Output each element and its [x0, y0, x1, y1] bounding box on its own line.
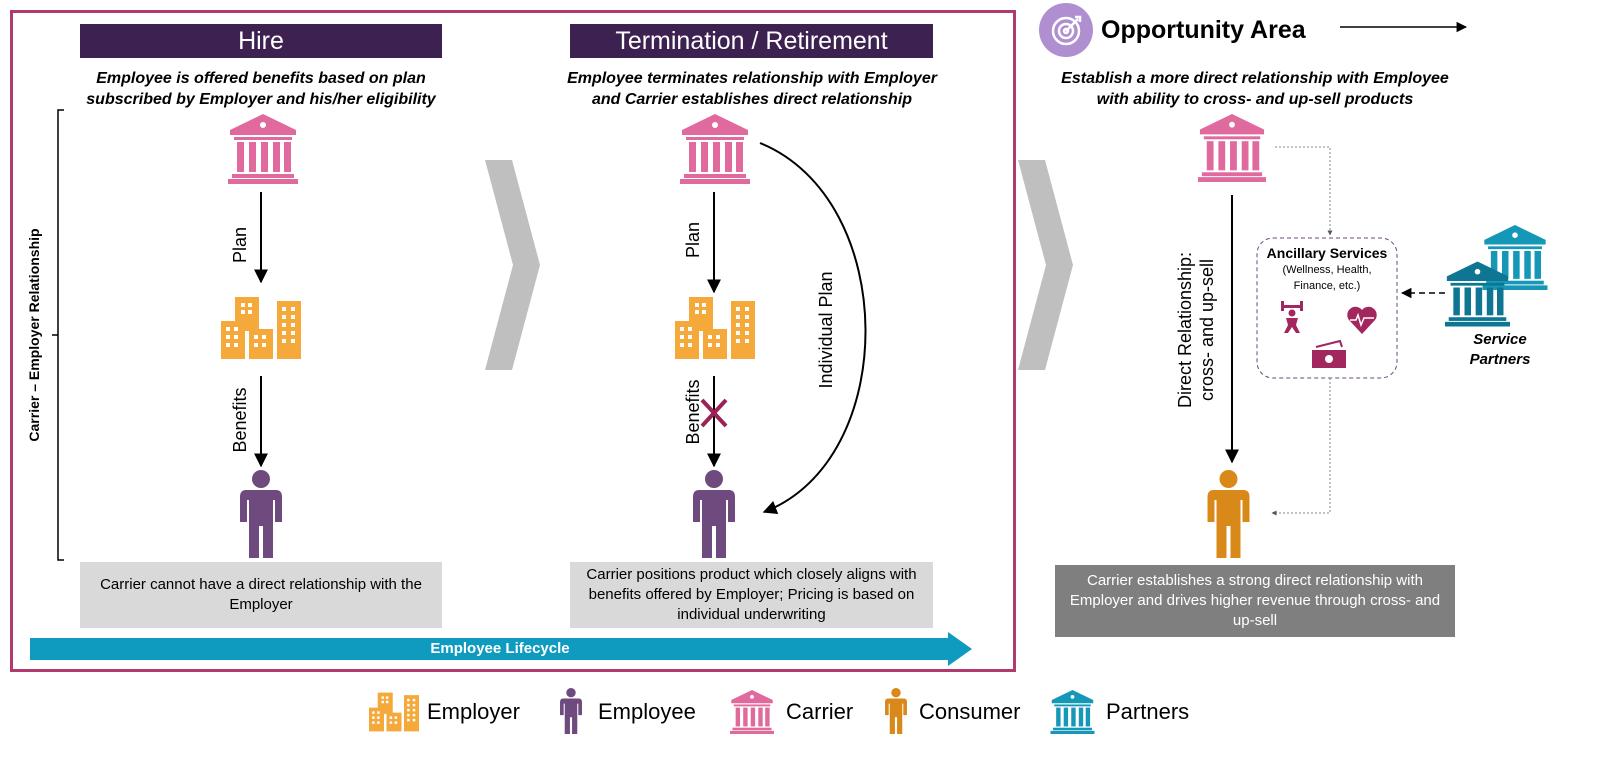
label-line: Direct Relationship:: [1175, 251, 1195, 409]
heart-icon: [1347, 306, 1377, 334]
chevron-1: [485, 160, 540, 370]
subtitle-line: Employee is offered benefits based on pl…: [96, 70, 426, 87]
label-line: cross- and up-sell: [1197, 258, 1217, 402]
carrier-icon: [1198, 114, 1266, 182]
ancillary-detail: Finance, etc.): [1293, 280, 1361, 292]
legend-partners-icon: [1050, 690, 1095, 734]
hire-subtitle: Employee is offered benefits based on pl…: [40, 68, 482, 110]
individual-plan-arrow: [759, 142, 867, 515]
carrier-icon: [680, 114, 750, 184]
employee-icon: [240, 470, 282, 558]
plan-label: Plan: [230, 226, 250, 264]
money-icon: [1312, 339, 1346, 368]
target-rings: [1051, 15, 1082, 46]
lifecycle-arrow: [30, 632, 972, 666]
hire-note: Carrier cannot have a direct relationshi…: [80, 562, 442, 628]
direct-relationship-label: Direct Relationship: cross- and up-sell: [1174, 252, 1218, 408]
legend-employer-icon: [369, 692, 419, 732]
termination-header: Termination / Retirement: [570, 24, 933, 58]
opportunity-subtitle: Establish a more direct relationship wit…: [1030, 68, 1480, 110]
individual-plan-label: Individual Plan: [816, 271, 836, 389]
hire-header: Hire: [80, 24, 442, 58]
legend-partners: Partners: [1106, 699, 1190, 724]
chevron-2: [1018, 160, 1073, 370]
opportunity-title: Opportunity Area: [1101, 16, 1306, 44]
legend-employee-icon: [560, 688, 582, 734]
opportunity-note: Carrier establishes a strong direct rela…: [1055, 565, 1455, 637]
partner-icon: [1445, 261, 1510, 327]
legend-carrier: Carrier: [786, 699, 854, 724]
ancillary-text: Ancillary Services (Wellness, Health, Fi…: [1257, 244, 1397, 294]
current-state-frame: [10, 10, 1016, 672]
carrier-icon: [228, 114, 298, 184]
benefits-label: Benefits: [230, 387, 250, 453]
bracket-label: Carrier – Employer Relationship: [26, 228, 42, 442]
label-line: Partners: [1469, 351, 1531, 368]
subtitle-line: Establish a more direct relationship wit…: [1061, 70, 1449, 87]
ancillary-to-consumer-connector: [1271, 378, 1331, 516]
legend-employee: Employee: [598, 699, 696, 724]
termination-subtitle: Employee terminates relationship with Em…: [532, 68, 972, 110]
legend-consumer: Consumer: [919, 699, 1021, 724]
employer-icon: [675, 297, 755, 359]
subtitle-line: subscribed by Employer and his/her eligi…: [86, 91, 436, 108]
lifecycle-label: Employee Lifecycle: [430, 640, 570, 657]
fitness-icon: [1281, 301, 1303, 333]
service-partners-label: Service Partners: [1450, 330, 1550, 370]
ancillary-detail: (Wellness, Health,: [1282, 264, 1372, 276]
subtitle-line: with ability to cross- and up-sell produ…: [1096, 91, 1414, 108]
cross-icon: [700, 398, 728, 428]
consumer-icon: [1207, 470, 1250, 558]
relationship-bracket: [52, 109, 64, 561]
employee-icon: [693, 470, 735, 558]
employer-icon: [221, 297, 301, 359]
carrier-to-ancillary-connector: [1275, 146, 1333, 236]
benefits-label: Benefits: [683, 379, 703, 445]
termination-note: Carrier positions product which closely …: [570, 562, 933, 628]
label-line: Service: [1473, 331, 1527, 348]
legend-carrier-icon: [730, 690, 774, 734]
legend-employer: Employer: [427, 699, 520, 724]
legend-consumer-icon: [885, 688, 907, 734]
subtitle-line: and Carrier establishes direct relations…: [591, 91, 913, 108]
plan-label: Plan: [683, 221, 703, 259]
subtitle-line: Employee terminates relationship with Em…: [567, 70, 937, 87]
ancillary-title: Ancillary Services: [1266, 245, 1388, 261]
